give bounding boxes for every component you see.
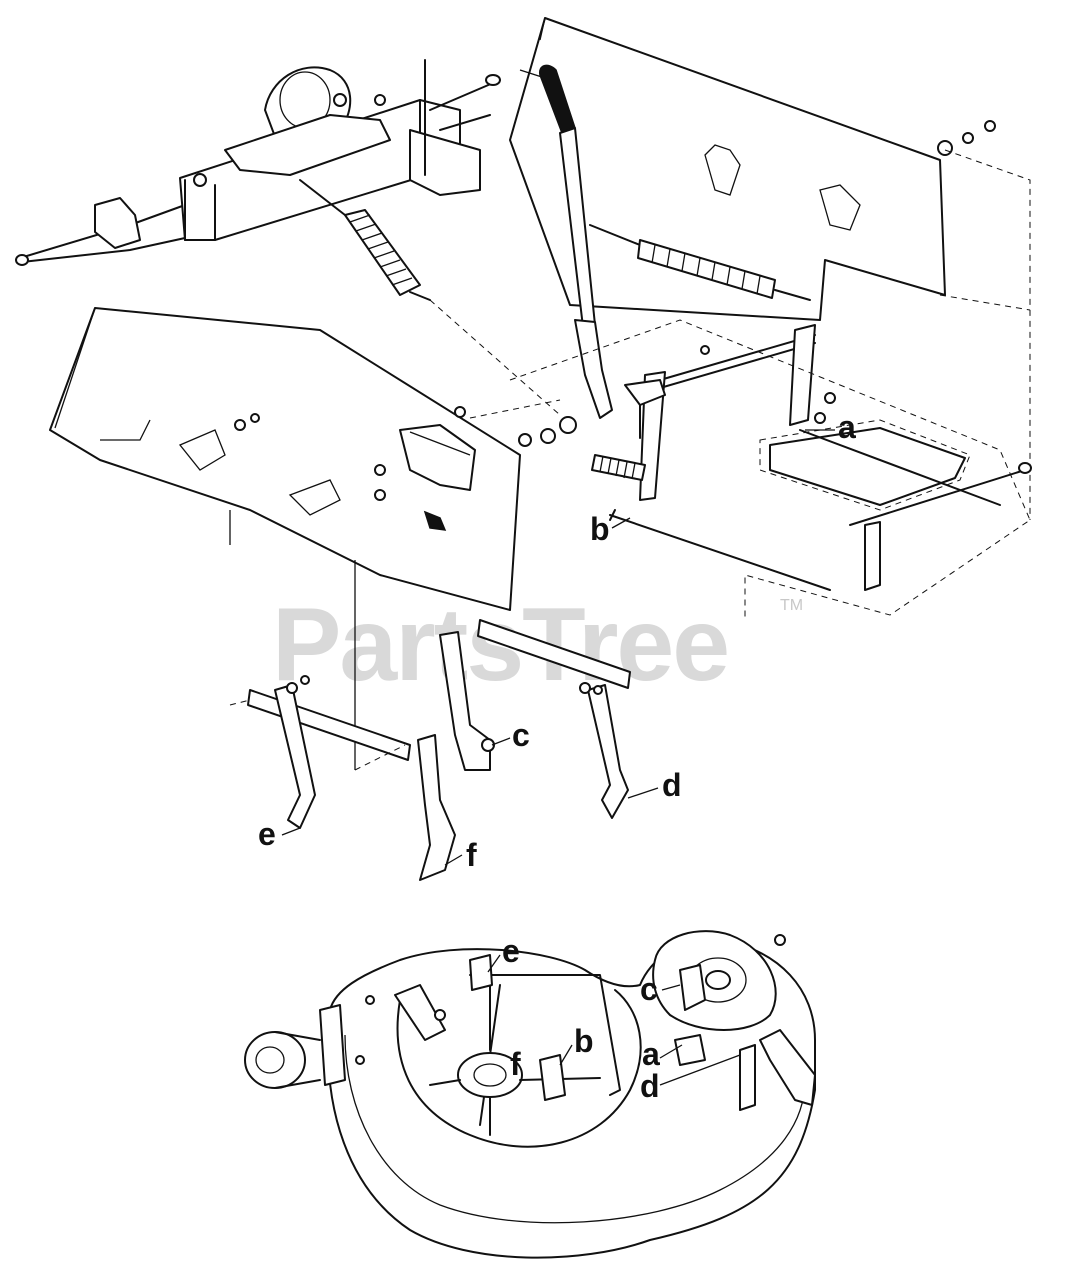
seat-panel <box>509 17 1031 520</box>
callout-e-upper: e <box>258 816 276 852</box>
callout-a-deck: a <box>642 1036 660 1072</box>
link-parts <box>229 619 631 881</box>
leader-lines <box>281 429 835 1086</box>
callout-f-upper: f <box>466 837 477 873</box>
transaxle-assembly <box>15 59 501 266</box>
upper-callouts: a b c d e f <box>258 409 856 873</box>
callout-b-deck: b <box>574 1023 594 1059</box>
callout-e-deck: e <box>502 933 520 969</box>
callout-c-upper: c <box>512 717 530 753</box>
callout-d-upper: d <box>662 767 682 803</box>
callout-f-deck: f <box>510 1046 521 1082</box>
seat-springs <box>589 224 811 301</box>
mower-deck <box>244 930 816 1259</box>
deck-callouts: a b c d e f <box>502 933 660 1104</box>
callout-d-deck: d <box>640 1068 660 1104</box>
lift-spring-lower <box>591 454 646 481</box>
left-fender <box>49 307 577 770</box>
lift-handle <box>539 64 613 419</box>
callout-a-upper: a <box>838 409 856 445</box>
callout-b-upper: b <box>590 511 610 547</box>
transaxle-spring <box>299 179 561 416</box>
watermark-trademark: TM <box>780 597 803 614</box>
callout-c-deck: c <box>640 971 658 1007</box>
lift-linkage <box>609 324 1032 591</box>
frame-outline <box>509 319 1031 620</box>
